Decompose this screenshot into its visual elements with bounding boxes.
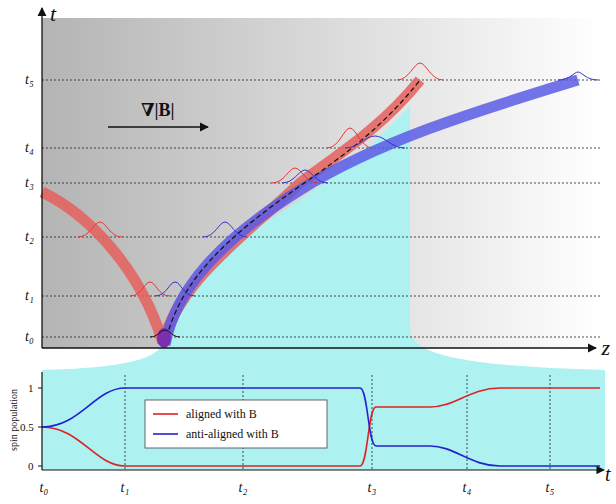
time-tick: t₂ bbox=[239, 481, 248, 495]
gradient-label: ∇|B| bbox=[141, 101, 175, 119]
axis-label: t bbox=[605, 464, 611, 484]
value-tick: 0 bbox=[28, 461, 34, 472]
time-tick: t₅ bbox=[25, 73, 34, 87]
legend-text: anti-aligned with B bbox=[186, 428, 279, 440]
time-tick: t₄ bbox=[463, 481, 472, 495]
axis-label: z bbox=[602, 337, 611, 359]
time-tick: t₀ bbox=[25, 330, 34, 344]
time-tick: t₃ bbox=[368, 481, 377, 495]
time-tick: t₁ bbox=[25, 289, 34, 303]
axis-label: t bbox=[50, 3, 56, 25]
value-tick: 0.5 bbox=[20, 422, 34, 433]
time-tick: t₂ bbox=[25, 230, 34, 244]
time-tick: t₁ bbox=[121, 481, 130, 495]
time-tick: t₅ bbox=[546, 481, 555, 495]
time-tick: t₃ bbox=[25, 176, 34, 190]
value-tick: 1 bbox=[28, 383, 34, 394]
axis-title: spin population bbox=[9, 389, 19, 451]
time-tick: t₀ bbox=[40, 481, 49, 495]
legend-text: aligned with B bbox=[186, 408, 257, 420]
time-tick: t₄ bbox=[25, 141, 34, 155]
